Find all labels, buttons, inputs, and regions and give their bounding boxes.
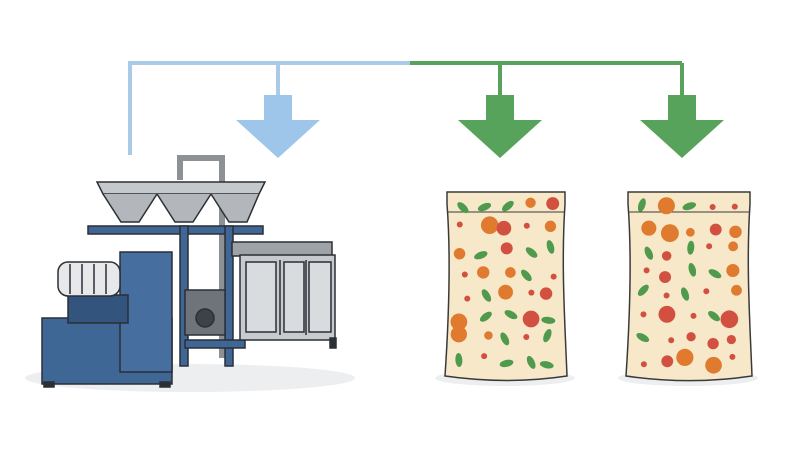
fruit-mark [477, 266, 490, 279]
leaf-mark [541, 316, 556, 324]
fruit-mark [522, 310, 540, 328]
leaf-mark [637, 198, 646, 212]
fruit-mark [709, 203, 716, 210]
fruit-mark [657, 197, 675, 215]
fruit-mark [728, 241, 739, 252]
fruit-mark [706, 243, 713, 250]
arrow-down-icon [458, 95, 542, 158]
fruit-mark [707, 337, 719, 350]
fruit-mark [481, 353, 488, 360]
fruit-mark [480, 216, 499, 234]
leaf-mark [687, 240, 695, 255]
fruit-mark [544, 220, 557, 232]
fruit-mark [640, 311, 647, 318]
fruit-mark [484, 331, 493, 340]
fruit-mark [661, 355, 674, 368]
fruit-mark [668, 337, 675, 344]
leaf-mark [543, 329, 552, 343]
fruit-mark [703, 288, 710, 295]
fruit-mark [523, 333, 530, 340]
leaf-mark [474, 251, 488, 260]
packaging-machine [25, 155, 355, 392]
fruit-mark [464, 295, 471, 302]
fruit-mark [456, 221, 463, 228]
fruit-mark [663, 292, 670, 299]
leaf-mark [479, 311, 492, 322]
fruit-mark [729, 353, 736, 360]
leaf-mark [455, 353, 463, 368]
fruit-mark [685, 227, 695, 237]
fruit-mark [726, 334, 736, 345]
leaf-mark [499, 359, 514, 368]
fruit-mark [661, 251, 672, 261]
arrow-down-icon [236, 95, 320, 158]
fruit-mark [729, 225, 742, 239]
fruit-mark [550, 273, 557, 280]
leaf-mark [688, 262, 697, 277]
fruit-mark [500, 242, 513, 255]
fruit-mark [643, 267, 650, 274]
snack-bag [618, 191, 758, 386]
leaf-mark [500, 332, 510, 346]
leaf-mark [708, 269, 722, 279]
fruit-mark [726, 263, 740, 278]
leaf-mark [477, 202, 492, 212]
feed-line-blue [128, 61, 410, 155]
fruit-mark [546, 197, 560, 211]
fruit-mark [640, 361, 647, 368]
leaf-mark [457, 202, 469, 214]
leaf-mark [546, 240, 555, 254]
leaf-mark [682, 202, 697, 211]
fruit-mark [453, 247, 466, 260]
fruit-mark [528, 289, 535, 296]
fruit-mark [660, 224, 679, 243]
leaf-mark [525, 247, 538, 258]
leaf-mark [708, 311, 720, 322]
fruit-mark [505, 267, 516, 278]
leaf-mark [539, 361, 554, 369]
arrow-down-icon [640, 95, 724, 158]
fruit-mark [686, 332, 696, 342]
leaf-mark [526, 355, 536, 369]
leaf-mark [521, 269, 532, 282]
leaf-mark [644, 246, 654, 260]
leaf-mark [504, 310, 518, 320]
fruit-mark [690, 312, 697, 319]
leaf-mark [637, 284, 649, 296]
fruit-mark [658, 305, 676, 323]
leaf-mark [481, 289, 492, 302]
fruit-mark [498, 284, 514, 300]
leaf-mark [636, 332, 650, 343]
leaf-mark [502, 200, 514, 212]
fruit-mark [450, 313, 468, 331]
fruit-mark [676, 348, 694, 367]
fruit-mark [641, 220, 657, 236]
fruit-mark [525, 197, 536, 208]
fruit-mark [496, 220, 512, 236]
fruit-mark [461, 271, 468, 278]
leaf-mark [680, 287, 690, 301]
fruit-mark [539, 287, 553, 300]
fruit-mark [731, 284, 742, 296]
fruit-mark [731, 203, 738, 210]
fruit-mark [523, 222, 530, 229]
fruit-mark [705, 356, 722, 374]
fruit-mark [659, 271, 672, 284]
fruit-mark [450, 326, 467, 343]
fruit-mark [720, 310, 739, 329]
fruit-mark [709, 223, 722, 236]
